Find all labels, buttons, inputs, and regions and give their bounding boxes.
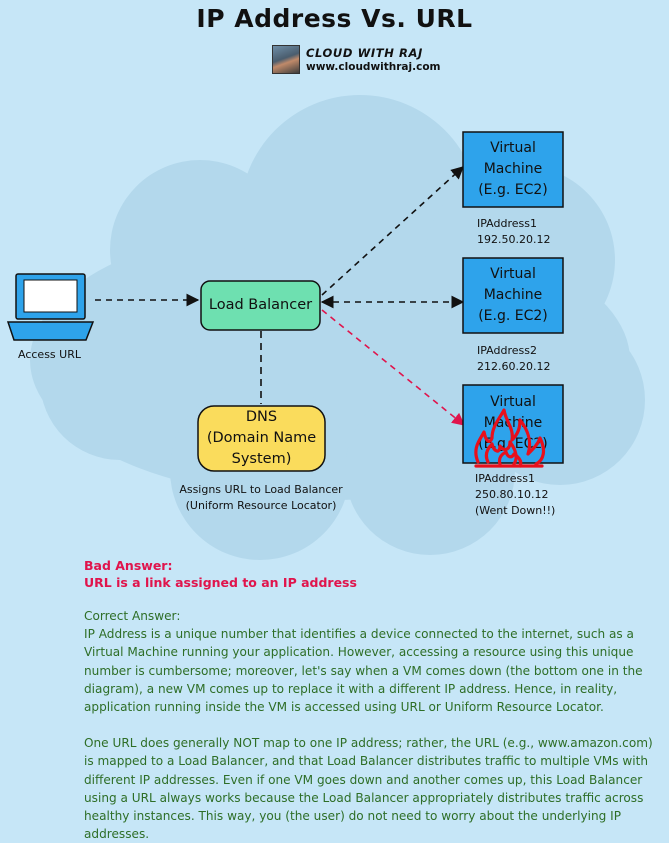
went-down-note: (Went Down!!) [475,504,556,517]
ip-value: 250.80.10.12 [475,488,549,501]
brand: CLOUD WITH RAJ www.cloudwithraj.com [272,45,472,77]
vm-label-1: Virtual Machine (E.g. EC2) [463,138,563,201]
vm-label-line: Virtual [490,140,536,156]
vm-label-line: Virtual [490,266,536,282]
bad-answer-heading: Bad Answer: [84,558,173,573]
lb-to-vm3-arrow [321,309,465,426]
vm-label-line: (E.g. EC2) [478,182,548,198]
vm-ip-2: IPAddress2 212.60.20.12 [477,343,550,375]
correct-answer-paragraph-1: IP Address is a unique number that ident… [84,627,643,715]
vm-label-2: Virtual Machine (E.g. EC2) [463,264,563,327]
laptop-label: Access URL [18,348,81,361]
brand-url: www.cloudwithraj.com [306,61,441,73]
dns-label-line: DNS [245,409,278,425]
dns-caption-line: (Uniform Resource Locator) [185,499,337,512]
brand-name: CLOUD WITH RAJ [306,46,423,60]
bad-answer: Bad Answer: URL is a link assigned to an… [84,557,659,591]
correct-answer-heading: Correct Answer: [84,609,181,623]
correct-answer-paragraph-2: One URL does generally NOT map to one IP… [84,736,653,842]
dns-label-line: System) [231,451,292,467]
vm-ip-3: IPAddress1 250.80.10.12 (Went Down!!) [475,471,555,519]
avatar [272,45,300,74]
vm-label-line: Machine [483,161,543,177]
dns-label-line: (Domain Name [206,430,317,446]
vm-label-line: (E.g. EC2) [478,308,548,324]
correct-answer: Correct Answer: IP Address is a unique n… [84,607,659,843]
ip-value: 212.60.20.12 [477,360,551,373]
bad-answer-text: URL is a link assigned to an IP address [84,575,357,590]
load-balancer-label: Load Balancer [208,297,313,313]
ip-label: IPAddress1 [477,217,537,230]
ip-value: 192.50.20.12 [477,233,551,246]
vm-box-1 [462,131,564,208]
vm-box-2 [462,257,564,334]
ip-label: IPAddress1 [475,472,535,485]
lb-to-vm1-arrow [321,166,464,296]
dns-caption: Assigns URL to Load Balancer (Uniform Re… [176,482,346,514]
fire-icon [474,408,546,468]
connector-lines [95,166,465,426]
vm-label-line: Machine [483,287,543,303]
dns-box [197,405,326,472]
ip-label: IPAddress2 [477,344,537,357]
vm-label-line: Virtual [490,394,536,410]
load-balancer-box [200,280,321,331]
page-title: IP Address Vs. URL [196,4,473,33]
answers-section: Bad Answer: URL is a link assigned to an… [84,557,659,843]
dns-label: DNS (Domain Name System) [198,407,325,470]
vm-ip-1: IPAddress1 192.50.20.12 [477,216,550,248]
laptop-icon [6,273,95,341]
dns-caption-line: Assigns URL to Load Balancer [179,483,343,496]
